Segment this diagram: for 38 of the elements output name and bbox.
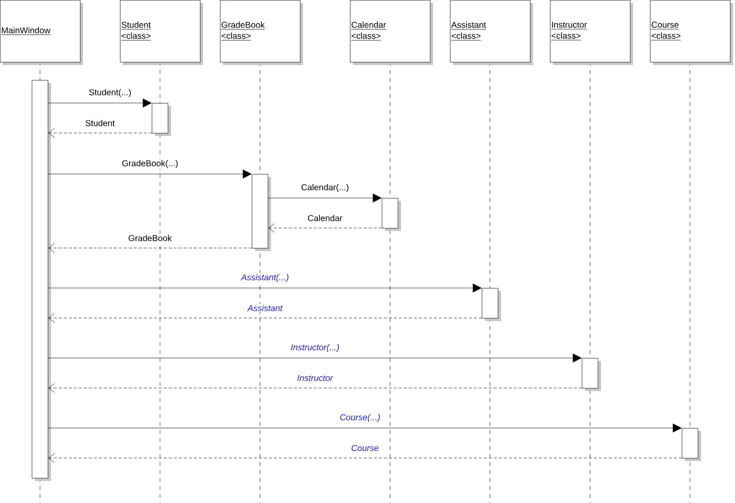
activation-bar [252,174,271,251]
message-arrow [48,313,482,323]
edge-label: Instructor(...) [290,343,340,353]
activation-bar [152,103,171,136]
edge-label: Course [350,444,380,452]
class-box: Assistant <class> [450,0,533,65]
edge-label: GradeBook(...) [120,159,180,169]
activation-bar [582,358,601,391]
message-arrow [48,453,682,463]
class-box: Calendar <class> [350,0,433,65]
class-box: Course <class> [650,0,733,65]
class-box: Student <class> [120,0,203,65]
activation-bar [682,428,701,461]
edge-label: Calendar(...) [300,183,350,193]
edge-label: Student [84,118,116,128]
message-arrow [48,243,252,253]
activation-bar [382,198,401,231]
edge-label: Assistant [246,304,284,312]
edge-label: Student(...) [88,88,132,98]
message-arrow [48,170,252,178]
class-box: GradeBook <class> [220,0,303,65]
message-arrow [48,383,582,393]
edge-label: Instructor [296,374,334,382]
message-arrow [48,354,582,362]
edge-label: Calendar [306,214,344,222]
message-arrow [48,128,152,138]
class-box: MainWindow [0,0,83,65]
class-box: Instructor <class> [550,0,633,65]
message-arrow [268,194,382,202]
message-arrow [48,424,682,432]
activation-bar [32,80,51,481]
edge-label: Course(...) [338,413,382,423]
edge-label: GradeBook [127,234,173,242]
message-arrow [48,98,152,108]
edge-label: Assistant(...) [240,273,290,283]
message-arrow [268,223,382,233]
activation-bar [482,288,501,321]
message-arrow [48,284,482,292]
